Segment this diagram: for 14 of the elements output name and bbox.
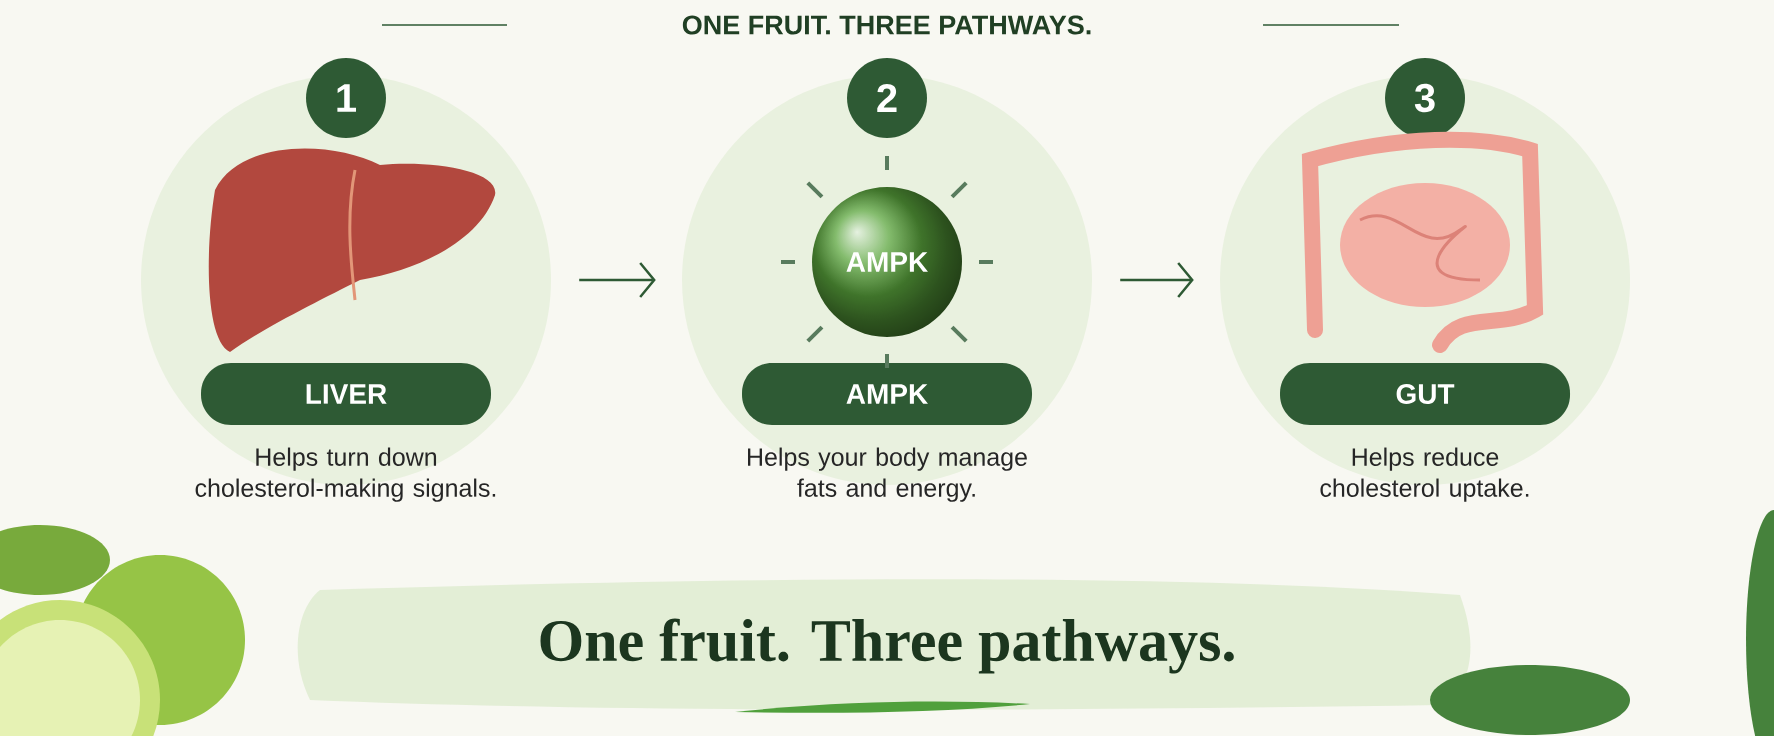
description: Helps turn down cholesterol-making signals. — [195, 447, 496, 502]
arrow — [1120, 262, 1194, 298]
label-pill: LIVER — [201, 363, 491, 425]
caption: One fruit. Three pathways. — [540, 618, 1234, 674]
label-pill: GUT — [1280, 363, 1570, 425]
description: Helps your body manage fats and energy. — [748, 447, 1027, 502]
number-badge: 1 — [306, 58, 386, 138]
number-badge: 2 — [847, 58, 927, 138]
number-badge: 3 — [1385, 58, 1465, 138]
ampk-sphere: AMPK — [846, 252, 928, 272]
arrow — [579, 262, 656, 298]
title: ONE FRUIT. THREE PATHWAYS. — [682, 15, 1091, 35]
description: Helps reduce cholesterol uptake. — [1320, 447, 1529, 502]
label-pill: AMPK — [742, 363, 1032, 425]
